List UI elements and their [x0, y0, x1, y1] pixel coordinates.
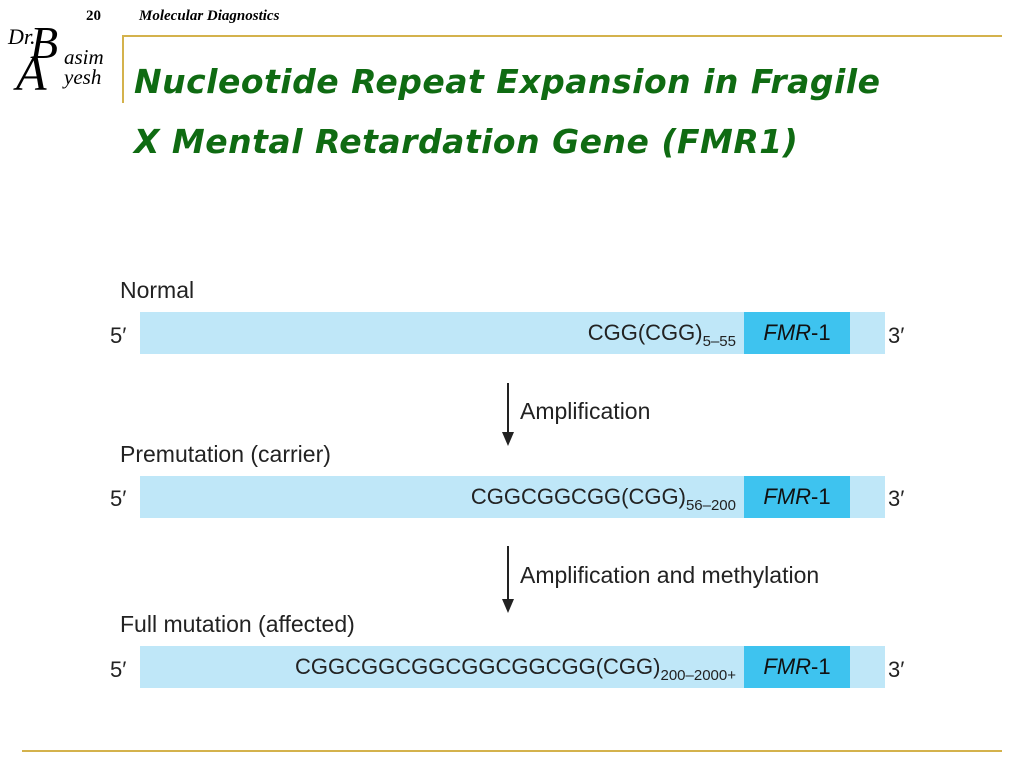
step-arrowhead-1 [502, 432, 514, 446]
step-label-amplification: Amplification [520, 398, 651, 424]
fmr1-gene-full-mutation: FMR-1 [744, 646, 850, 688]
repeat-sequence-full-mutation: CGGCGGCGGCGGCGGCGG(CGG)200–2000+ [295, 654, 736, 684]
five-prime-end: 5′ [110, 486, 127, 511]
header-rule [122, 35, 1002, 37]
header-side-rule [122, 35, 124, 103]
stage-label-full-mutation: Full mutation (affected) [120, 611, 355, 637]
step-arrow-1 [507, 383, 509, 433]
step-arrowhead-2 [502, 599, 514, 613]
author-logo: Dr. B A asim yesh [7, 17, 104, 101]
slide-number: 20 [86, 8, 101, 24]
logo-initial-b: B [30, 17, 58, 68]
fmr1-gene-normal: FMR-1 [744, 312, 850, 354]
stage-label-premutation: Premutation (carrier) [120, 441, 331, 467]
logo-line1: asim [64, 45, 104, 69]
stage-label-normal: Normal [120, 277, 195, 303]
repeat-sequence-premutation: CGGCGGCGG(CGG)56–200 [470, 484, 736, 514]
step-label-amplification-methylation: Amplification and methylation [520, 562, 820, 588]
five-prime-end: 5′ [110, 323, 127, 348]
fmr1-gene-premutation: FMR-1 [744, 476, 850, 518]
title-line-2-post: 1) [759, 122, 799, 161]
repeat-sequence-normal: CGG(CGG)5–55 [587, 320, 736, 350]
course-title: Molecular Diagnostics [139, 8, 280, 24]
logo-initial-a: A [13, 45, 47, 101]
title-line-2: X Mental Retardation Gene (FMR1) [134, 112, 1014, 172]
three-prime-end: 3′ [888, 486, 905, 511]
footer-rule [22, 750, 1002, 752]
three-prime-end: 3′ [888, 657, 905, 682]
step-arrow-2 [507, 546, 509, 600]
title-gene-name: FMR [677, 122, 760, 161]
five-prime-end: 5′ [110, 657, 127, 682]
slide-title: Nucleotide Repeat Expansion in Fragile X… [134, 52, 1014, 172]
logo-line2: yesh [62, 65, 101, 89]
three-prime-end: 3′ [888, 323, 905, 348]
logo-prefix: Dr. [7, 24, 36, 49]
title-line-1: Nucleotide Repeat Expansion in Fragile [134, 62, 881, 101]
title-line-2-pre: X Mental Retardation Gene ( [134, 122, 677, 161]
